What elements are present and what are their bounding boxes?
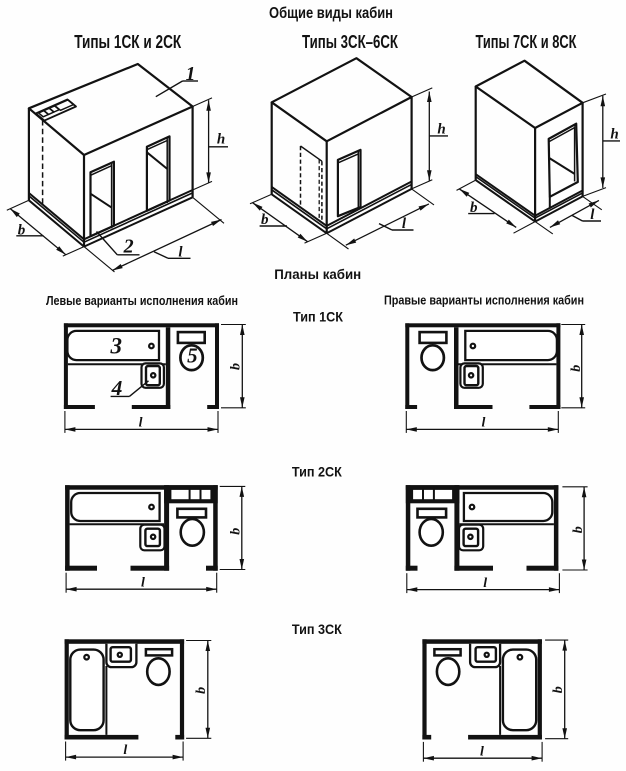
- svg-text:3: 3: [110, 333, 123, 358]
- svg-text:Тип 2СК: Тип 2СК: [292, 465, 343, 480]
- svg-text:Типы 7СК и 8СК: Типы 7СК и 8СК: [476, 32, 578, 52]
- svg-text:b: b: [228, 363, 243, 370]
- svg-text:l: l: [482, 415, 486, 430]
- svg-text:l: l: [178, 244, 183, 260]
- svg-text:l: l: [139, 416, 143, 431]
- svg-text:b: b: [569, 365, 584, 372]
- svg-text:l: l: [480, 744, 484, 759]
- svg-text:b: b: [551, 686, 566, 693]
- svg-text:2: 2: [123, 236, 134, 258]
- svg-text:Типы 1СК и 2СК: Типы 1СК и 2СК: [74, 32, 182, 52]
- svg-text:h: h: [217, 131, 225, 147]
- svg-text:1: 1: [186, 64, 196, 85]
- svg-text:b: b: [470, 200, 478, 216]
- svg-text:l: l: [123, 743, 127, 758]
- svg-text:Планы кабин: Планы кабин: [274, 267, 361, 282]
- svg-text:l: l: [590, 207, 595, 223]
- svg-text:h: h: [610, 126, 618, 142]
- svg-text:b: b: [571, 526, 586, 533]
- svg-text:b: b: [194, 687, 209, 694]
- svg-text:4: 4: [111, 376, 123, 400]
- svg-text:l: l: [402, 216, 407, 232]
- svg-text:Тип 1СК: Тип 1СК: [293, 310, 344, 325]
- svg-text:h: h: [437, 121, 445, 137]
- svg-text:5: 5: [187, 344, 198, 368]
- svg-text:Левые варианты исполнения каби: Левые варианты исполнения кабин: [46, 293, 238, 308]
- svg-text:Тип 3СК: Тип 3СК: [292, 622, 343, 637]
- svg-text:l: l: [141, 576, 145, 591]
- svg-text:l: l: [483, 576, 487, 591]
- svg-text:b: b: [229, 528, 244, 535]
- svg-text:b: b: [261, 212, 269, 228]
- svg-text:b: b: [18, 222, 26, 238]
- svg-text:Правые варианты исполнения каб: Правые варианты исполнения кабин: [384, 292, 584, 307]
- svg-text:Общие виды кабин: Общие виды кабин: [269, 5, 393, 22]
- svg-text:Типы 3СК–6СК: Типы 3СК–6СК: [302, 32, 399, 52]
